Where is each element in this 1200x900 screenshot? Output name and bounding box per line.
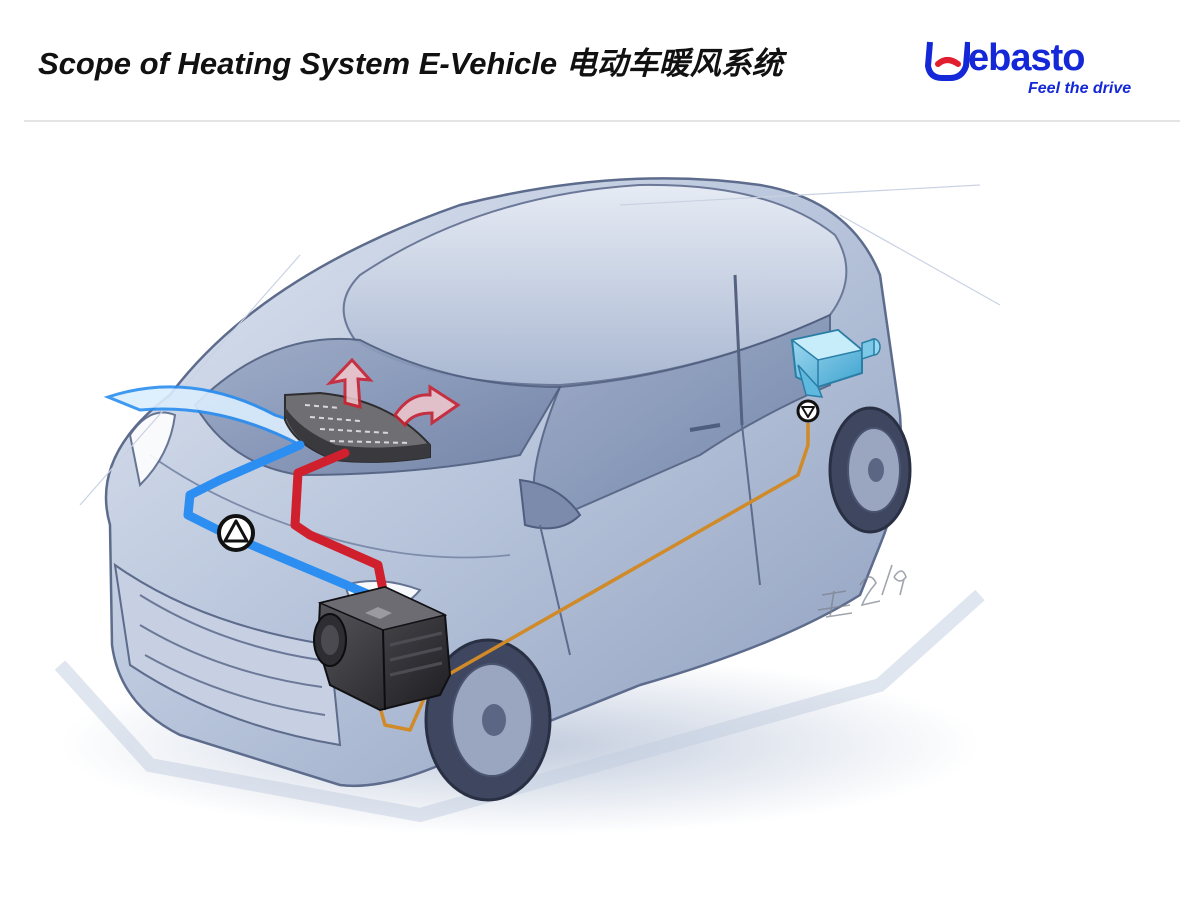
coolant-pump-icon xyxy=(217,514,255,552)
fuel-pump-icon xyxy=(796,399,820,423)
logo-tagline: Feel the drive xyxy=(1028,80,1132,97)
fuel-tank-icon xyxy=(790,328,881,398)
front-wheel xyxy=(424,638,552,802)
artist-signature xyxy=(817,564,907,618)
heater-unit-icon xyxy=(313,585,452,712)
car-body-sketch xyxy=(79,177,1001,788)
coolant-supply-line xyxy=(290,448,393,620)
warm-air-outlet-arrows xyxy=(325,357,461,428)
rear-wheel xyxy=(828,406,912,534)
webasto-logo-mark-icon xyxy=(925,41,970,81)
slide-title: Scope of Heating System E-Vehicle 电动车暖风系… xyxy=(38,46,783,81)
header-divider xyxy=(24,120,1180,122)
logo-wordmark: ebasto xyxy=(968,37,1085,79)
webasto-logo: ebasto Feel the drive xyxy=(924,37,1154,100)
heating-system-diagram xyxy=(54,177,1001,835)
